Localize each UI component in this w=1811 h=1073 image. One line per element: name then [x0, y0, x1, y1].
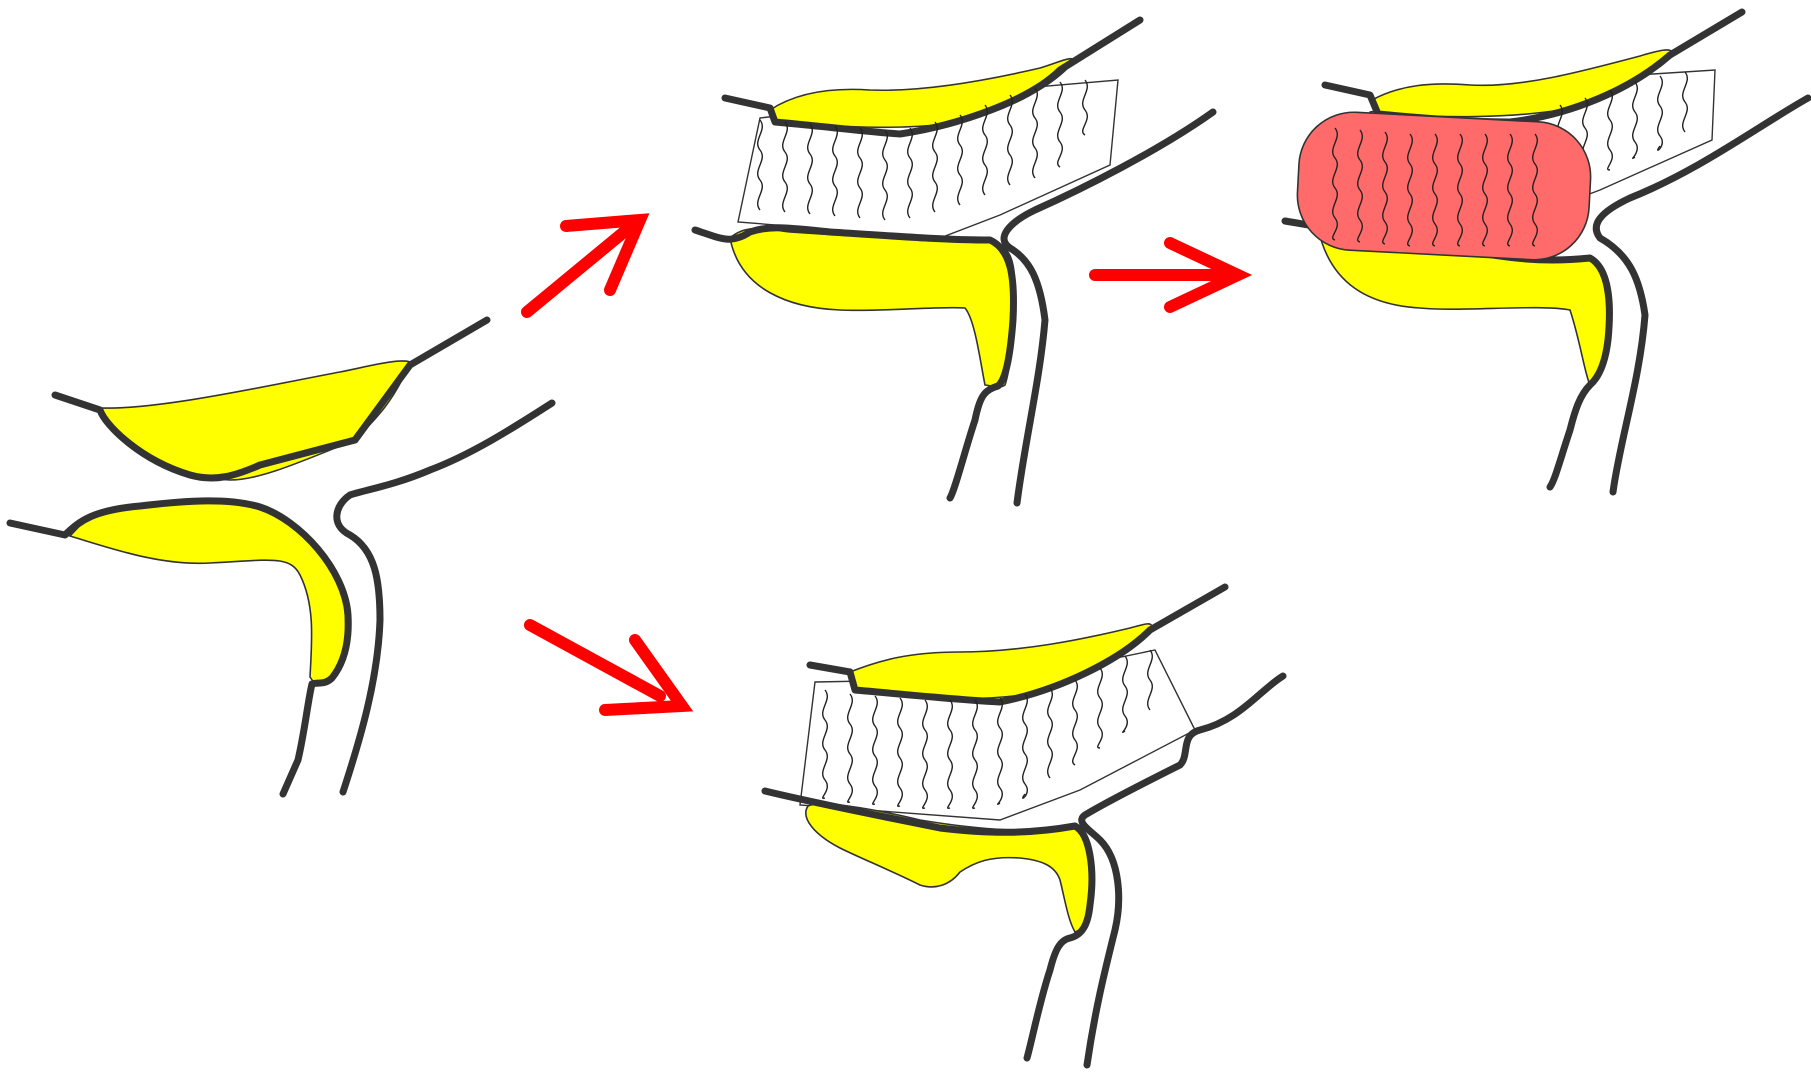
arrow-to-tissue-filling: [527, 220, 640, 312]
panel-initial-joint: [10, 320, 552, 794]
panel-alternate-outcome: [765, 587, 1283, 1065]
arrow-to-lesion: [1095, 243, 1238, 307]
panel-tissue-with-lesion: [1285, 12, 1808, 492]
lower-cartilage: [730, 229, 1015, 388]
lower-cartilage: [806, 804, 1091, 932]
red-lesion: [1295, 109, 1594, 262]
panel-tissue-filling: [695, 20, 1213, 503]
capsule-outline: [337, 403, 552, 792]
arrow-to-alternate-outcome: [530, 625, 682, 710]
upper-cartilage: [100, 361, 410, 480]
